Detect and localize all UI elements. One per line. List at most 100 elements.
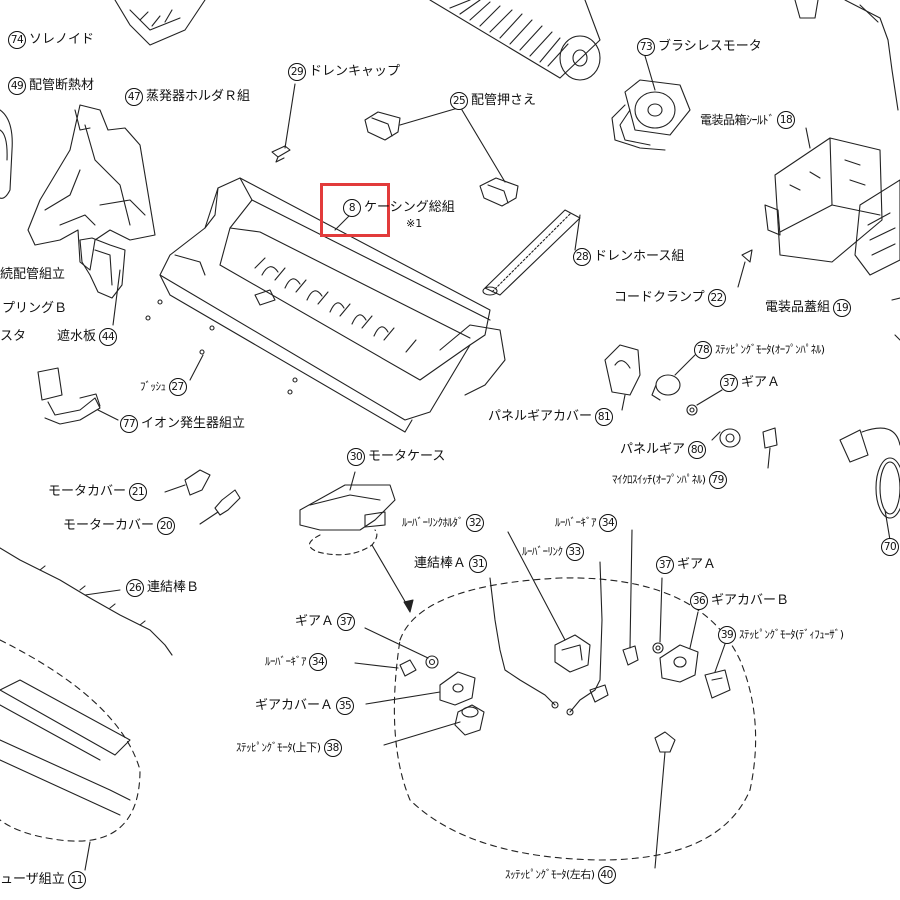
part-name: ドレンキャップ (309, 64, 401, 79)
callout-49[interactable]: 49 配管断熱材 (8, 77, 94, 95)
gear-a-mid (652, 642, 664, 654)
louver-gear-right (622, 645, 639, 666)
callout-47[interactable]: 47 蒸発器ホルダＲ組 (125, 88, 250, 106)
callout-21[interactable]: 21 モータカバー (48, 483, 148, 501)
part-number: 18 (777, 111, 796, 129)
part-number: 32 (466, 514, 484, 532)
callout-73[interactable]: 73 ブラシレスモータ (637, 38, 762, 56)
part-name: プリングＢ (2, 301, 68, 316)
callout-74[interactable]: 74 ソレノイド (8, 31, 94, 49)
callout-28[interactable]: 28 ドレンホース組 (573, 248, 684, 266)
stepping-motor-leftright (654, 731, 676, 753)
part-name: 遮水板 (57, 329, 97, 344)
part-number: 39 (718, 626, 736, 644)
part-name: 蒸発器ホルダＲ組 (146, 89, 251, 104)
part-name: コードクランプ (614, 290, 705, 305)
part-number: 26 (126, 579, 144, 597)
callout-36[interactable]: 36 ギアカバーＢ (690, 592, 789, 610)
pipe-insulator (0, 109, 13, 199)
part-number: 34 (309, 653, 327, 671)
callout-34-left[interactable]: 34 ﾙｰﾊﾞｰｷﾞｱ (265, 653, 327, 671)
part-name: ギアＡ (677, 557, 717, 572)
part-number: 70 (881, 538, 899, 556)
callout-26[interactable]: 26 連結棒Ｂ (126, 579, 199, 597)
part-name: ギアＡ (295, 614, 335, 629)
stepping-motor-diffuser (704, 669, 731, 699)
part-name: スタ (0, 329, 27, 344)
part-number: 40 (597, 866, 616, 884)
gear-cover-a (439, 671, 476, 706)
callout-80[interactable]: 80 パネルギア (620, 441, 707, 459)
part-number: 25 (450, 92, 468, 110)
callout-38[interactable]: 38 ｽﾃｯﾋﾟﾝｸﾞﾓｰﾀ(上下) (236, 739, 342, 757)
callout-27[interactable]: 27 ﾌﾞｯｼｭ (140, 378, 187, 396)
callout-30[interactable]: 30 モータケース (347, 448, 445, 466)
callout-33[interactable]: 33 ﾙｰﾊﾞｰﾘﾝｸ (522, 543, 584, 561)
callout-79[interactable]: 79 ﾏｲｸﾛｽｲｯﾁ(ｵｰﾌﾟﾝﾊﾟﾈﾙ) (612, 471, 727, 489)
callout-22[interactable]: 22 コードクランプ (614, 289, 726, 307)
callout-70[interactable]: 70 (881, 538, 899, 556)
electrical-box-shield (764, 137, 883, 263)
louver-gear-left (399, 659, 417, 677)
callout-11[interactable]: 11 ューザ組立 (0, 871, 86, 889)
brushless-motor (611, 79, 691, 151)
note-mark: ※1 (406, 217, 423, 230)
callout-20[interactable]: 20 モーターカバー (63, 517, 176, 535)
callout-35[interactable]: 35 ギアカバーＡ (255, 697, 355, 715)
part-name: ソレノイド (29, 32, 95, 47)
part-number: 49 (8, 77, 26, 95)
callout-81[interactable]: 81 パネルギアカバー (488, 408, 614, 426)
part-number: 8 (343, 199, 361, 217)
panel-gear-cover (604, 344, 641, 396)
callout-39[interactable]: 39 ｽﾃｯﾋﾟﾝｸﾞﾓｰﾀ(ﾃﾞｨﾌｭｰｻﾞ) (718, 626, 844, 644)
gear-cover-b (659, 644, 699, 683)
motor-cover-21 (184, 469, 211, 496)
callout-44[interactable]: 44 遮水板 (57, 328, 118, 346)
part-name: ﾌﾞｯｼｭ (140, 380, 166, 393)
callout-40[interactable]: 40 ｽｯﾃｯﾋﾟﾝｸﾞﾓｰﾀ(左右) (505, 866, 616, 884)
part-name: ﾙｰﾊﾞｰｷﾞｱ (265, 655, 307, 668)
callout-37-left[interactable]: 37 ギアＡ (295, 613, 356, 631)
callout-8[interactable]: 8 ケーシング総組 (343, 199, 455, 217)
wire-harness (839, 427, 900, 519)
callout-78[interactable]: 78 ｽﾃｯﾋﾟﾝｸﾞﾓｰﾀ(ｵｰﾌﾟﾝﾊﾟﾈﾙ) (694, 341, 825, 359)
part-name: パネルギアカバー (488, 409, 593, 424)
part-name: 配管押さえ (471, 93, 537, 108)
part-number: 21 (129, 483, 148, 501)
callout-spring-b[interactable]: プリングＢ (2, 300, 67, 318)
part-number: 81 (595, 408, 614, 426)
part-number: 19 (833, 299, 852, 317)
part-number: 44 (99, 328, 118, 346)
part-number: 20 (157, 517, 176, 535)
callout-34-right[interactable]: 34 ﾙｰﾊﾞｰｷﾞｱ (555, 514, 617, 532)
part-name: 配管断熱材 (29, 78, 95, 93)
part-name: モーターカバー (63, 518, 155, 533)
callout-37-right[interactable]: 37 ギアＡ (720, 374, 780, 392)
part-number: 37 (337, 613, 356, 631)
callout-25[interactable]: 25 配管押さえ (450, 92, 536, 110)
callout-star[interactable]: スタ (0, 328, 26, 346)
callout-18[interactable]: 18 電装品箱ｼｰﾙﾄﾞ (700, 111, 796, 129)
part-name: ｽｯﾃｯﾋﾟﾝｸﾞﾓｰﾀ(左右) (505, 868, 595, 881)
part-name: 続配管組立 (0, 267, 66, 282)
evaporator-holder (27, 104, 156, 271)
micro-switch (762, 427, 778, 449)
part-name: パネルギア (620, 442, 686, 457)
callout-77[interactable]: 77 イオン発生器組立 (120, 415, 245, 433)
part-number: 34 (599, 514, 617, 532)
callout-31[interactable]: 31 連結棒Ａ (414, 555, 488, 573)
part-number: 77 (120, 415, 138, 433)
part-number: 33 (565, 543, 584, 561)
part-name: モータカバー (48, 484, 127, 499)
gear-a-right (686, 404, 698, 416)
part-number: 31 (469, 555, 488, 573)
callout-connect-pipe[interactable]: 続配管組立 (0, 266, 65, 284)
callout-32[interactable]: 32 ﾙｰﾊﾞｰﾘﾝｸﾎﾙﾀﾞ (402, 514, 484, 532)
drain-cap (271, 145, 291, 163)
part-name: ｽﾃｯﾋﾟﾝｸﾞﾓｰﾀ(ﾃﾞｨﾌｭｰｻﾞ) (739, 628, 844, 641)
part-name: 電装品蓋組 (765, 300, 831, 315)
part-name: イオン発生器組立 (141, 416, 246, 431)
callout-37-mid[interactable]: 37 ギアＡ (656, 556, 716, 574)
callout-29[interactable]: 29 ドレンキャップ (288, 63, 400, 81)
callout-19[interactable]: 19 電装品蓋組 (765, 299, 852, 317)
